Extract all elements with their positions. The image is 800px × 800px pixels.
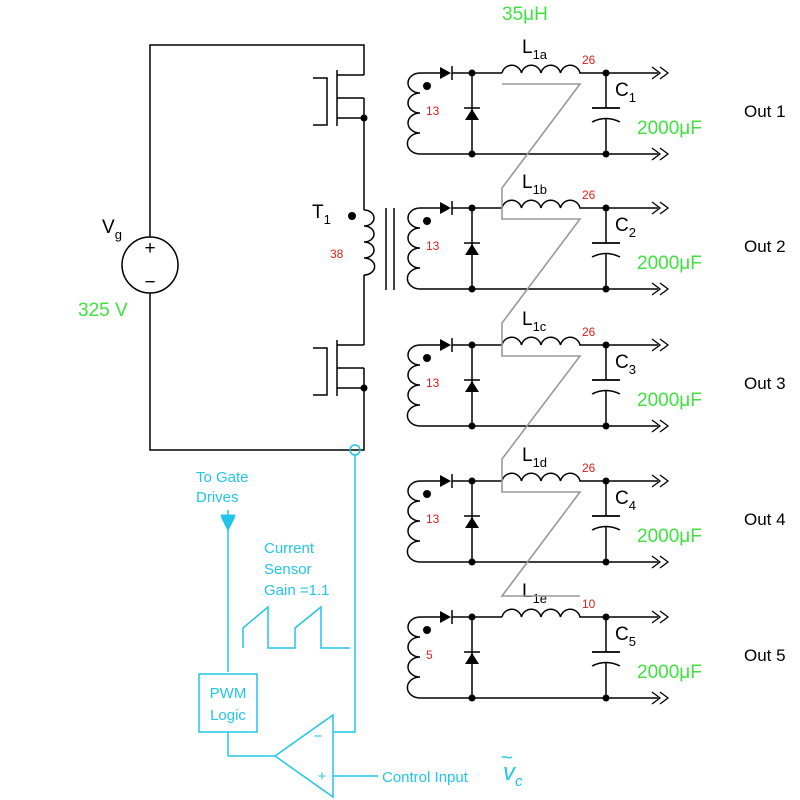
secondary-turns: 5 bbox=[426, 648, 433, 662]
bottom-mosfet bbox=[313, 340, 365, 420]
sensor-line1: Current bbox=[264, 540, 315, 557]
capacitance-value: 2000μF bbox=[637, 118, 702, 139]
freewheel-diode bbox=[465, 653, 479, 664]
control-section bbox=[220, 444, 378, 777]
secondary-winding bbox=[406, 72, 658, 155]
secondary-turns: 13 bbox=[426, 104, 440, 118]
coupling-zigzag bbox=[500, 83, 582, 597]
secondary-winding bbox=[406, 616, 658, 699]
secondary-dot bbox=[423, 626, 431, 634]
pwm-logic-block bbox=[198, 673, 258, 733]
freewheel-diode bbox=[465, 381, 479, 392]
series-diode bbox=[440, 475, 451, 487]
top-mosfet-node bbox=[360, 114, 368, 122]
capacitor-label: C3 bbox=[615, 352, 636, 377]
series-diode bbox=[440, 611, 451, 623]
source-plus-sign: + bbox=[144, 238, 155, 259]
inductor-label: L1e bbox=[522, 581, 547, 606]
series-diode bbox=[440, 202, 451, 214]
secondary-dot bbox=[423, 82, 431, 90]
bottom-mosfet-node bbox=[360, 384, 368, 392]
output-inductor bbox=[501, 608, 658, 618]
inductor-label: L1a bbox=[522, 37, 548, 62]
secondary-dot bbox=[423, 354, 431, 362]
gate-drives-line1: To Gate bbox=[196, 469, 249, 486]
freewheel-diode bbox=[465, 517, 479, 528]
pwm-label-line1: PWM bbox=[210, 685, 247, 702]
inductor-label: L1d bbox=[522, 445, 547, 470]
transformer-label: T1 bbox=[312, 202, 331, 227]
output-inductor bbox=[501, 472, 658, 482]
control-input-symbol: vc bbox=[503, 759, 523, 790]
amp-minus: − bbox=[314, 728, 323, 745]
gate-drives-line2: Drives bbox=[196, 489, 239, 506]
source-voltage: 325 V bbox=[78, 300, 128, 321]
inductor-turns: 26 bbox=[582, 461, 596, 475]
capacitance-value: 2000μF bbox=[637, 390, 702, 411]
capacitance-value: 2000μF bbox=[637, 662, 702, 683]
transformer-primary bbox=[363, 209, 376, 276]
series-diode bbox=[440, 67, 451, 79]
amp-plus: + bbox=[318, 768, 327, 785]
output-label: Out 5 bbox=[744, 646, 786, 665]
output-label: Out 3 bbox=[744, 374, 786, 393]
top-inductance: 35μH bbox=[502, 4, 548, 25]
output-label: Out 2 bbox=[744, 237, 786, 256]
secondary-winding bbox=[406, 207, 658, 290]
voltage-source: + − bbox=[121, 236, 179, 294]
capacitor-label: C1 bbox=[615, 80, 636, 105]
output-inductor bbox=[501, 199, 658, 209]
inductor-label: L1b bbox=[522, 172, 547, 197]
freewheel-diode bbox=[465, 109, 479, 120]
secondary-dot bbox=[423, 490, 431, 498]
secondary-dot bbox=[423, 217, 431, 225]
primary-dot bbox=[348, 212, 356, 220]
inductor-turns: 26 bbox=[582, 53, 596, 67]
primary-turns: 38 bbox=[330, 247, 344, 261]
inductor-turns: 26 bbox=[582, 188, 596, 202]
capacitance-value: 2000μF bbox=[637, 526, 702, 547]
secondary-turns: 13 bbox=[426, 376, 440, 390]
capacitance-value: 2000μF bbox=[637, 253, 702, 274]
secondary-winding bbox=[406, 344, 658, 427]
secondary-turns: 13 bbox=[426, 512, 440, 526]
pwm-label-line2: Logic bbox=[210, 707, 246, 724]
sensor-waveform bbox=[242, 605, 350, 649]
control-input-label: Control Input bbox=[382, 769, 469, 786]
inductor-turns: 26 bbox=[582, 325, 596, 339]
capacitor-label: C4 bbox=[615, 488, 636, 513]
series-diode bbox=[440, 339, 451, 351]
output-inductor bbox=[501, 336, 658, 346]
output-label: Out 4 bbox=[744, 510, 786, 529]
inductor-turns: 10 bbox=[582, 597, 596, 611]
secondary-winding bbox=[406, 480, 658, 563]
source-label: Vg bbox=[102, 217, 122, 242]
capacitor-label: C2 bbox=[615, 215, 636, 240]
freewheel-diode bbox=[465, 244, 479, 255]
error-amplifier bbox=[273, 713, 334, 799]
output-label: Out 1 bbox=[744, 102, 786, 121]
source-minus-sign: − bbox=[144, 272, 155, 293]
control-input-tilde: ~ bbox=[501, 747, 513, 769]
capacitor-label: C5 bbox=[615, 624, 636, 649]
sensor-line3: Gain =1.1 bbox=[264, 582, 329, 599]
inductor-label: L1c bbox=[522, 309, 547, 334]
sensor-line2: Sensor bbox=[264, 561, 312, 578]
output-inductor bbox=[501, 64, 658, 74]
top-mosfet bbox=[313, 70, 365, 126]
secondary-turns: 13 bbox=[426, 239, 440, 253]
